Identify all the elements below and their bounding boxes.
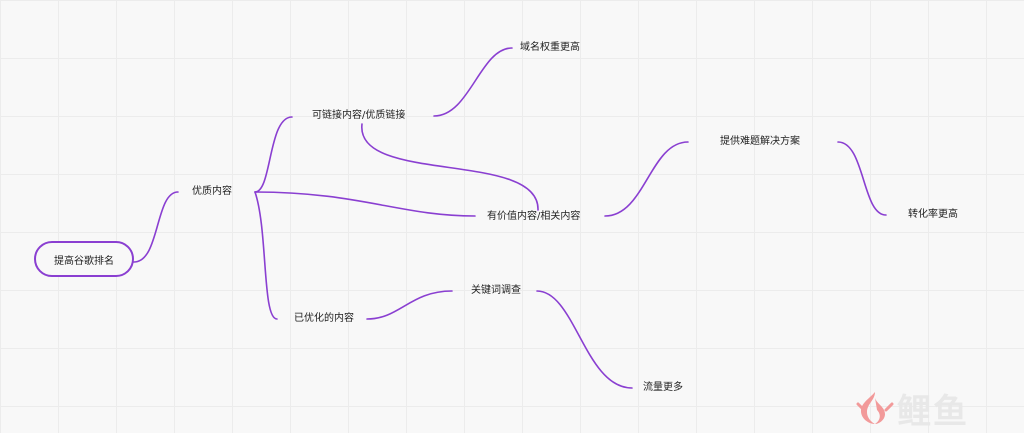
edge-quality-linkable [254, 116, 293, 193]
edge-quality-valuable [254, 191, 476, 217]
node-optimized-content[interactable]: 已优化的内容 [294, 312, 354, 326]
edge-optimized-keyword [366, 290, 453, 320]
node-domain-authority-label: 域名权重更高 [520, 42, 580, 53]
edge-quality-optimized [254, 191, 278, 320]
node-quality-content-label: 优质内容 [192, 186, 232, 197]
node-conversion-rate[interactable]: 转化率更高 [908, 208, 958, 222]
node-keyword-research[interactable]: 关键词调查 [471, 284, 521, 298]
node-more-traffic-label: 流量更多 [643, 382, 683, 393]
node-linkable-content-label: 可链接内容/优质链接 [312, 110, 406, 121]
fire-logo-icon [856, 392, 894, 424]
node-keyword-research-label: 关键词调查 [471, 285, 521, 296]
node-problem-solution-label: 提供难题解决方案 [720, 136, 800, 147]
watermark-text: 鲤鱼 [897, 391, 969, 432]
edge-root-quality [133, 191, 179, 263]
edge-valuable-solution [604, 141, 689, 217]
node-domain-authority[interactable]: 域名权重更高 [520, 41, 580, 55]
watermark-logo: 鲤鱼 [855, 388, 969, 432]
node-valuable-content[interactable]: 有价值内容/相关内容 [487, 210, 580, 224]
edge-linkable-domain [433, 47, 513, 117]
node-linkable-content[interactable]: 可链接内容/优质链接 [312, 109, 405, 123]
node-valuable-content-label: 有价值内容/相关内容 [487, 211, 581, 222]
root-node[interactable]: 提高谷歌排名 [34, 241, 134, 277]
edge-solution-conversion [837, 141, 887, 216]
node-conversion-rate-label: 转化率更高 [908, 209, 958, 220]
root-node-label: 提高谷歌排名 [54, 255, 114, 267]
node-optimized-content-label: 已优化的内容 [294, 313, 354, 324]
node-problem-solution[interactable]: 提供难题解决方案 [720, 135, 800, 149]
edge-keyword-traffic [536, 290, 633, 389]
node-more-traffic[interactable]: 流量更多 [643, 381, 683, 395]
node-quality-content[interactable]: 优质内容 [192, 185, 232, 199]
edge-linkable-valuable [361, 123, 539, 211]
